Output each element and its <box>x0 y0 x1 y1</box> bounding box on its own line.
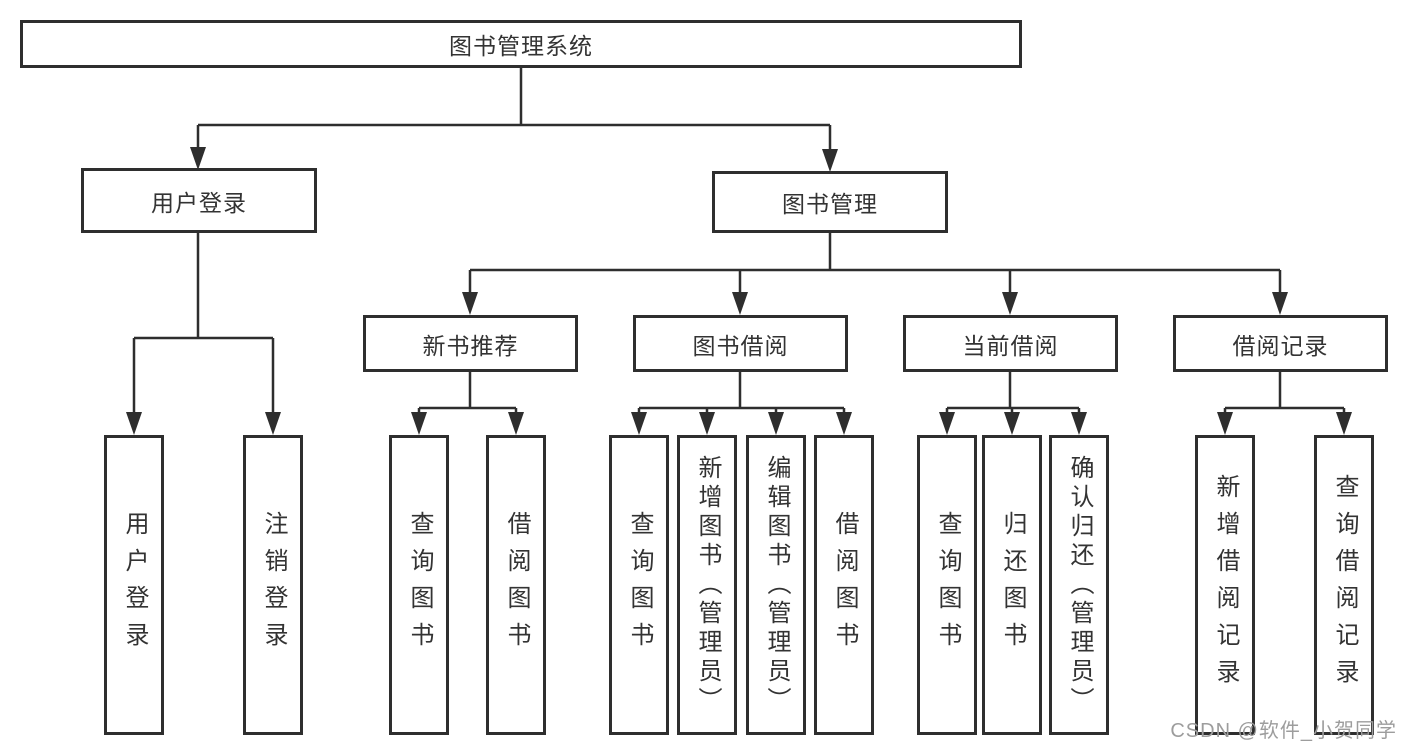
arrowhead <box>939 412 955 435</box>
node-logout: 注销登录 <box>243 435 303 735</box>
connector-root-to-level2 <box>196 68 832 152</box>
node-login: 用户登录 <box>104 435 164 735</box>
arrowhead <box>411 412 427 435</box>
arrowhead <box>1004 412 1020 435</box>
node-br-query-record: 查询借阅记录 <box>1314 435 1374 735</box>
arrowhead <box>768 412 784 435</box>
node-cb-query-book: 查询图书 <box>917 435 977 735</box>
node-user-login: 用户登录 <box>81 168 317 233</box>
node-nb-borrow-book: 借阅图书 <box>486 435 546 735</box>
csdn-watermark: CSDN @软件_小贺同学 <box>1170 720 1397 742</box>
node-bb-add-book-admin: 新增图书（管理员） <box>677 435 737 735</box>
arrowhead <box>836 412 852 435</box>
connector-newbook-to-children <box>417 372 518 415</box>
arrowhead <box>1071 412 1087 435</box>
connector-userlogin-to-children <box>132 233 275 414</box>
connector-bookmgmt-to-modules <box>468 233 1282 294</box>
node-book-management: 图书管理 <box>712 171 948 233</box>
arrowheads <box>126 147 1352 435</box>
arrowhead <box>732 292 748 315</box>
node-borrow-records: 借阅记录 <box>1173 315 1388 372</box>
arrowhead <box>508 412 524 435</box>
node-new-book-recommend: 新书推荐 <box>363 315 578 372</box>
arrowhead <box>699 412 715 435</box>
arrowhead <box>822 149 838 172</box>
arrowhead <box>631 412 647 435</box>
arrowhead <box>190 147 206 170</box>
node-cb-confirm-return-admin: 确认归还（管理员） <box>1049 435 1109 735</box>
connector-currentborrow-to-children <box>945 372 1081 415</box>
arrowhead <box>126 412 142 435</box>
arrowhead <box>1217 412 1233 435</box>
node-bb-edit-book-admin: 编辑图书（管理员） <box>746 435 806 735</box>
node-br-add-record: 新增借阅记录 <box>1195 435 1255 735</box>
node-bb-query-book: 查询图书 <box>609 435 669 735</box>
node-cb-return-book: 归还图书 <box>982 435 1042 735</box>
connector-bookborrow-to-children <box>637 372 846 415</box>
node-nb-query-book: 查询图书 <box>389 435 449 735</box>
node-root: 图书管理系统 <box>20 20 1022 68</box>
connector-records-to-children <box>1223 372 1346 415</box>
arrowhead <box>462 292 478 315</box>
arrowhead <box>1336 412 1352 435</box>
node-bb-borrow-book: 借阅图书 <box>814 435 874 735</box>
arrowhead <box>1002 292 1018 315</box>
node-book-borrow: 图书借阅 <box>633 315 848 372</box>
arrowhead <box>265 412 281 435</box>
node-current-borrow: 当前借阅 <box>903 315 1118 372</box>
arrowhead <box>1272 292 1288 315</box>
